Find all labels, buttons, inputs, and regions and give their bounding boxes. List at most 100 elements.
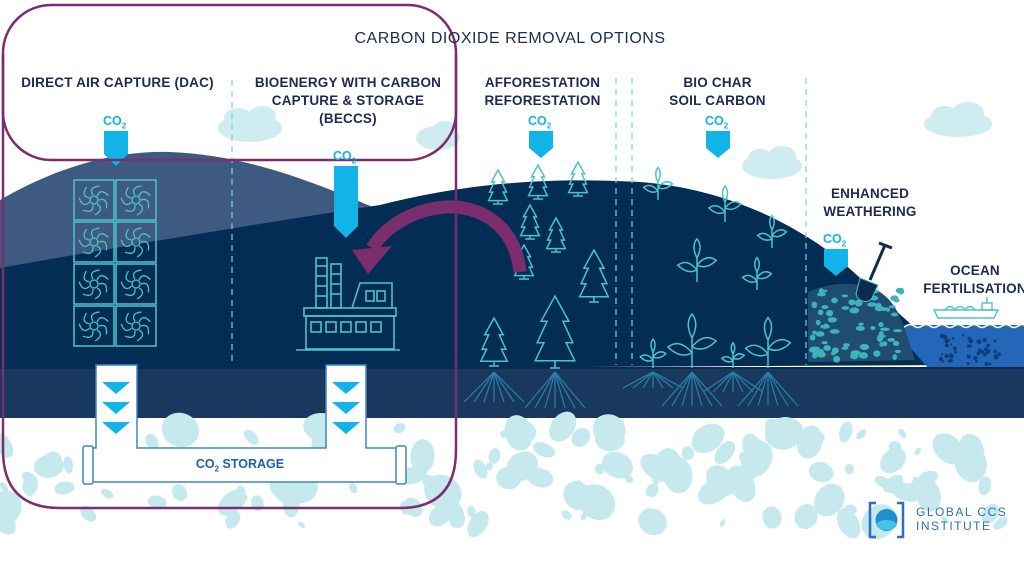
- rock: [488, 448, 501, 464]
- rock: [601, 451, 634, 479]
- sprout-icon: [642, 166, 674, 200]
- plankton-dot: [951, 337, 955, 340]
- pebble: [858, 352, 869, 359]
- pebble: [823, 345, 831, 351]
- rock: [880, 447, 906, 474]
- pebble: [830, 351, 836, 356]
- rock: [218, 490, 243, 516]
- rock: [54, 481, 75, 495]
- rock: [978, 476, 992, 496]
- rock: [764, 418, 781, 437]
- rock: [297, 521, 306, 529]
- roots-icon: [622, 371, 684, 389]
- plankton-dot: [993, 354, 999, 360]
- rock: [0, 482, 8, 492]
- fan-icon: [73, 179, 115, 221]
- tree-icon: [545, 216, 567, 253]
- pebble: [849, 307, 860, 314]
- cloud-icon: [742, 146, 802, 179]
- arrowhead: [352, 246, 392, 274]
- rock: [898, 428, 907, 438]
- rock: [172, 483, 188, 501]
- rock: [500, 430, 507, 439]
- pebble: [870, 326, 876, 331]
- roots-icon: [661, 371, 723, 407]
- cloud-icon: [218, 106, 282, 142]
- pebble: [812, 330, 817, 335]
- rock: [856, 429, 867, 440]
- pebble: [897, 287, 905, 295]
- co2-arrows: [104, 131, 848, 276]
- pebble: [827, 317, 837, 323]
- plankton-dot: [993, 339, 997, 343]
- pebble: [893, 298, 900, 303]
- plankton-dot: [944, 353, 949, 359]
- pebble: [887, 337, 896, 342]
- shovel-icon: [855, 241, 893, 302]
- co2-label-weathering: CO2: [823, 232, 847, 249]
- tree-icons: [479, 160, 610, 369]
- pebble: [841, 306, 850, 310]
- co2-arrow-weathering: [824, 249, 848, 276]
- pebble: [888, 305, 896, 309]
- fan-icon: [115, 179, 157, 221]
- rock: [714, 440, 736, 465]
- dac-fan-array: [73, 179, 157, 347]
- pebble: [820, 324, 830, 329]
- plankton-dot: [950, 343, 953, 346]
- pebble: [811, 301, 818, 309]
- rock: [486, 462, 493, 471]
- ship-icon: [932, 297, 1000, 319]
- roots-icon: [524, 371, 586, 409]
- storage-pipes: [82, 364, 407, 485]
- rock: [959, 433, 984, 465]
- plankton-dot: [941, 353, 944, 356]
- pebble: [892, 340, 900, 346]
- logo-mark: [868, 501, 905, 539]
- global-ccs-institute-logo: GLOBAL CCS INSTITUTE: [868, 500, 1018, 540]
- co2-arrow-dac: [104, 131, 128, 166]
- pebble: [809, 346, 819, 353]
- pebble: [858, 322, 864, 326]
- sprout-icon: [639, 338, 667, 368]
- section-dividers: [231, 78, 807, 365]
- pebble: [821, 304, 829, 310]
- rock: [506, 451, 538, 482]
- pebble: [843, 343, 850, 348]
- plankton-dot: [944, 343, 949, 348]
- rock: [169, 423, 176, 435]
- logo-text: GLOBAL CCS INSTITUTE: [916, 505, 1008, 533]
- sprout-icon: [707, 184, 743, 222]
- rock: [243, 429, 259, 445]
- fan-icon: [73, 263, 115, 305]
- pebble: [879, 327, 890, 331]
- rock: [941, 516, 948, 524]
- label-beccs: BIOENERGY WITH CARBON CAPTURE & STORAGE …: [254, 75, 442, 126]
- pebble: [893, 329, 903, 333]
- rock: [794, 503, 818, 529]
- factory-icon: [296, 257, 400, 351]
- pebble: [821, 341, 828, 345]
- page-title: CARBON DIOXIDE REMOVAL OPTIONS: [354, 30, 666, 47]
- rock: [740, 440, 773, 478]
- pebble: [809, 334, 816, 341]
- label-weathering: ENHANCED WEATHERING: [823, 186, 917, 219]
- plankton-dot: [966, 344, 971, 348]
- pebble: [855, 325, 866, 331]
- tree-icon: [519, 203, 541, 240]
- rock: [145, 433, 159, 450]
- rock: [422, 475, 436, 489]
- label-dac: DIRECT AIR CAPTURE (DAC): [21, 75, 214, 90]
- rock: [251, 495, 264, 512]
- rock: [681, 446, 695, 460]
- pebble: [831, 297, 838, 304]
- roots-icon: [737, 371, 799, 407]
- pebble: [877, 334, 886, 338]
- rock: [808, 461, 834, 483]
- rock: [839, 421, 853, 443]
- rock: [888, 440, 902, 453]
- rock: [147, 495, 167, 509]
- rock: [594, 463, 605, 475]
- rock: [549, 411, 577, 442]
